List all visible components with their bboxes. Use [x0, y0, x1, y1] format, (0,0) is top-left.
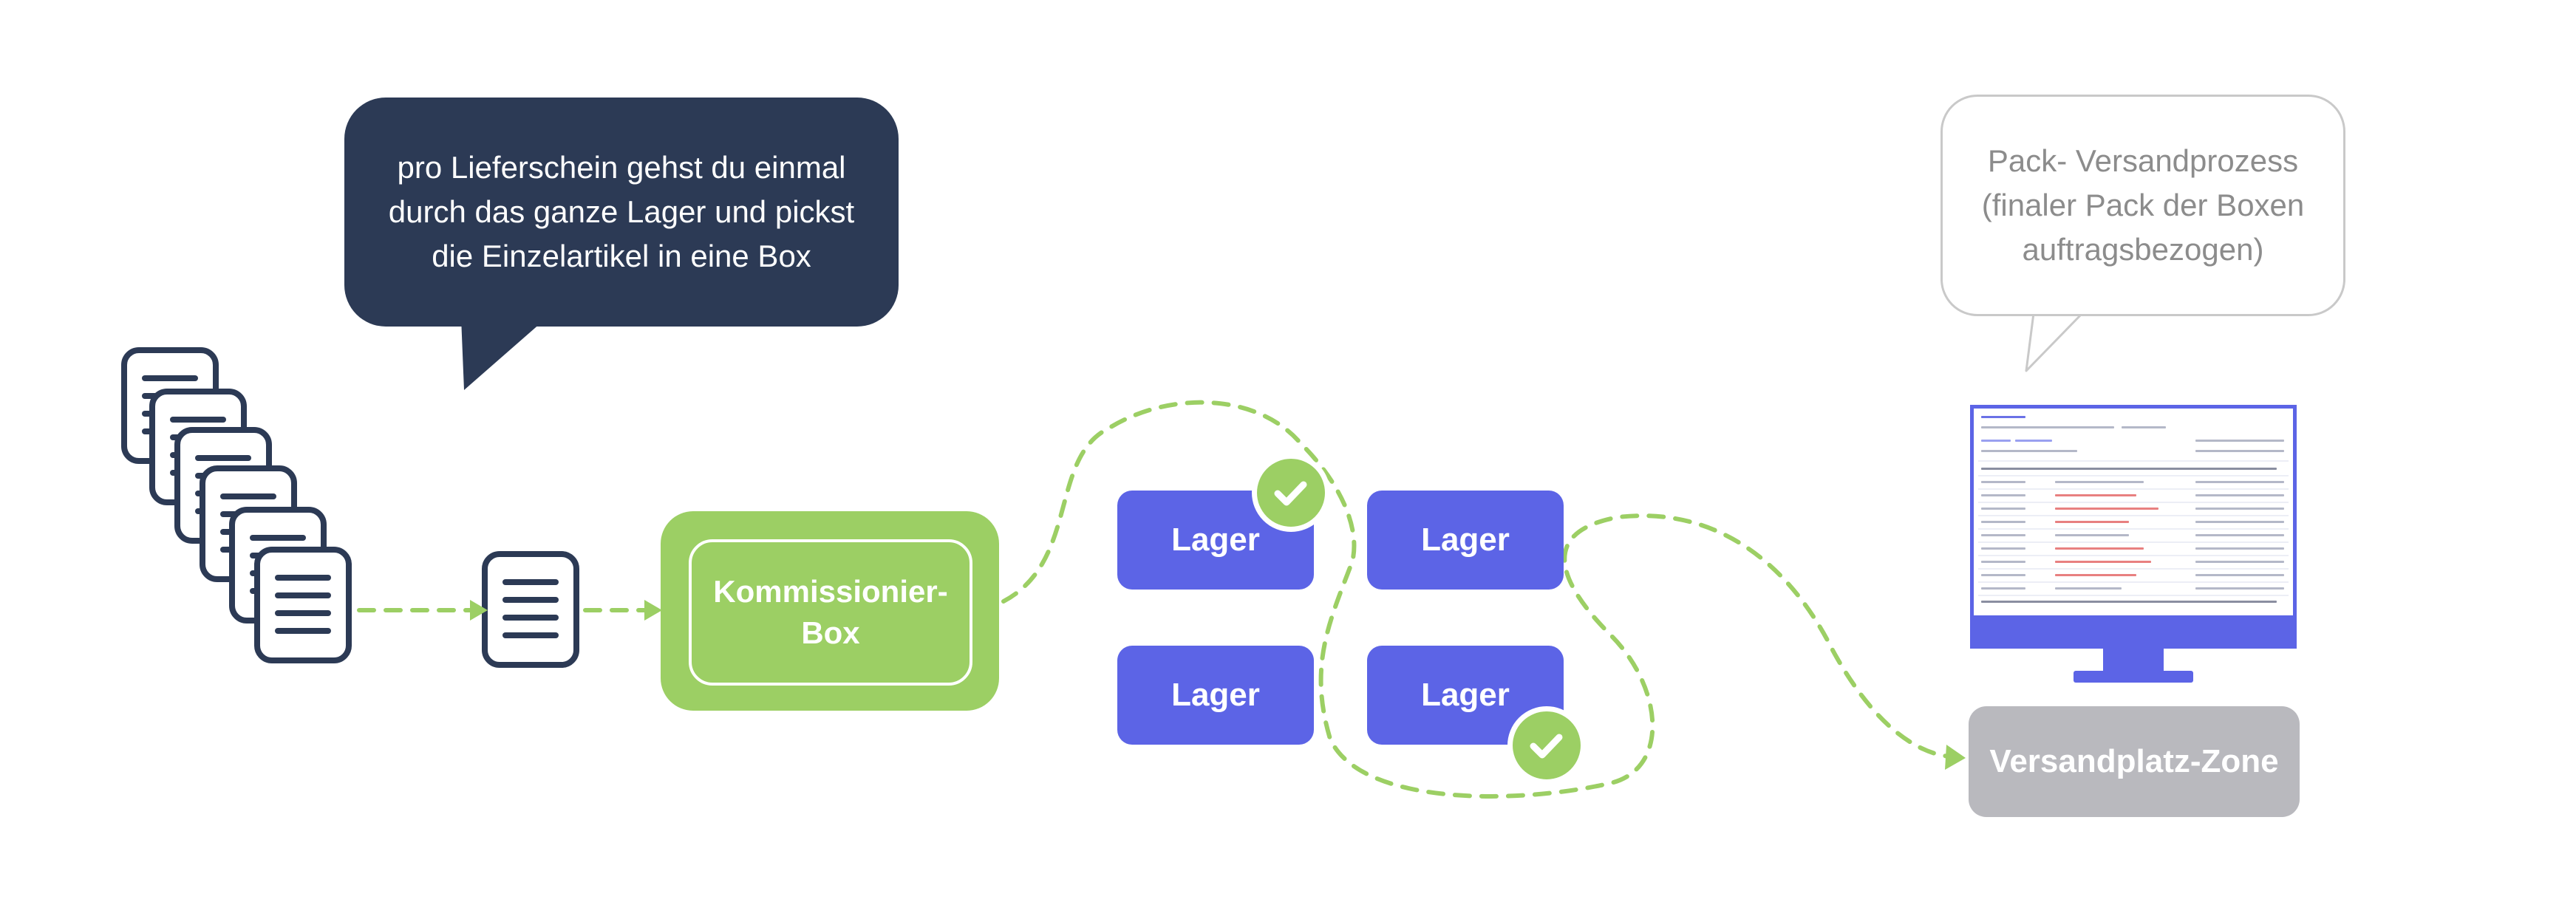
speech-bubble-left-text: pro Lieferschein gehst du einmal durch d…	[388, 150, 855, 273]
bubble-right-tail	[2025, 312, 2084, 372]
document-stack-icon	[124, 350, 349, 660]
document-icon	[485, 554, 576, 665]
speech-bubble-right: Pack- Versandprozess (finaler Pack der B…	[1940, 95, 2345, 316]
monitor-icon	[1970, 405, 2297, 619]
speech-bubble-right-text: Pack- Versandprozess (finaler Pack der B…	[1981, 143, 2305, 267]
lager-box-bottom-right: Lager	[1367, 646, 1564, 745]
lager-box-top-right: Lager	[1367, 491, 1564, 590]
check-icon	[1252, 454, 1330, 532]
commission-box-inner: Kommissionier- Box	[689, 539, 972, 686]
monitor-bezel	[1970, 619, 2297, 649]
monitor-stand	[2103, 649, 2164, 672]
speech-bubble-left: pro Lieferschein gehst du einmal durch d…	[344, 98, 899, 327]
check-icon	[1507, 706, 1586, 785]
bubble-left-tail	[461, 318, 547, 390]
shipping-zone-box: Versandplatz-Zone	[1969, 706, 2300, 817]
lager-box-bottom-left: Lager	[1117, 646, 1314, 745]
commission-box: Kommissionier- Box	[661, 511, 999, 711]
commission-box-label: Kommissionier- Box	[713, 574, 948, 650]
arrow-head-zone	[1945, 745, 1966, 770]
monitor-foot	[2074, 671, 2193, 683]
arrow-head-doc	[470, 600, 488, 621]
path-box-to-lagers	[1001, 400, 1952, 799]
arrow-head-box	[644, 600, 662, 621]
